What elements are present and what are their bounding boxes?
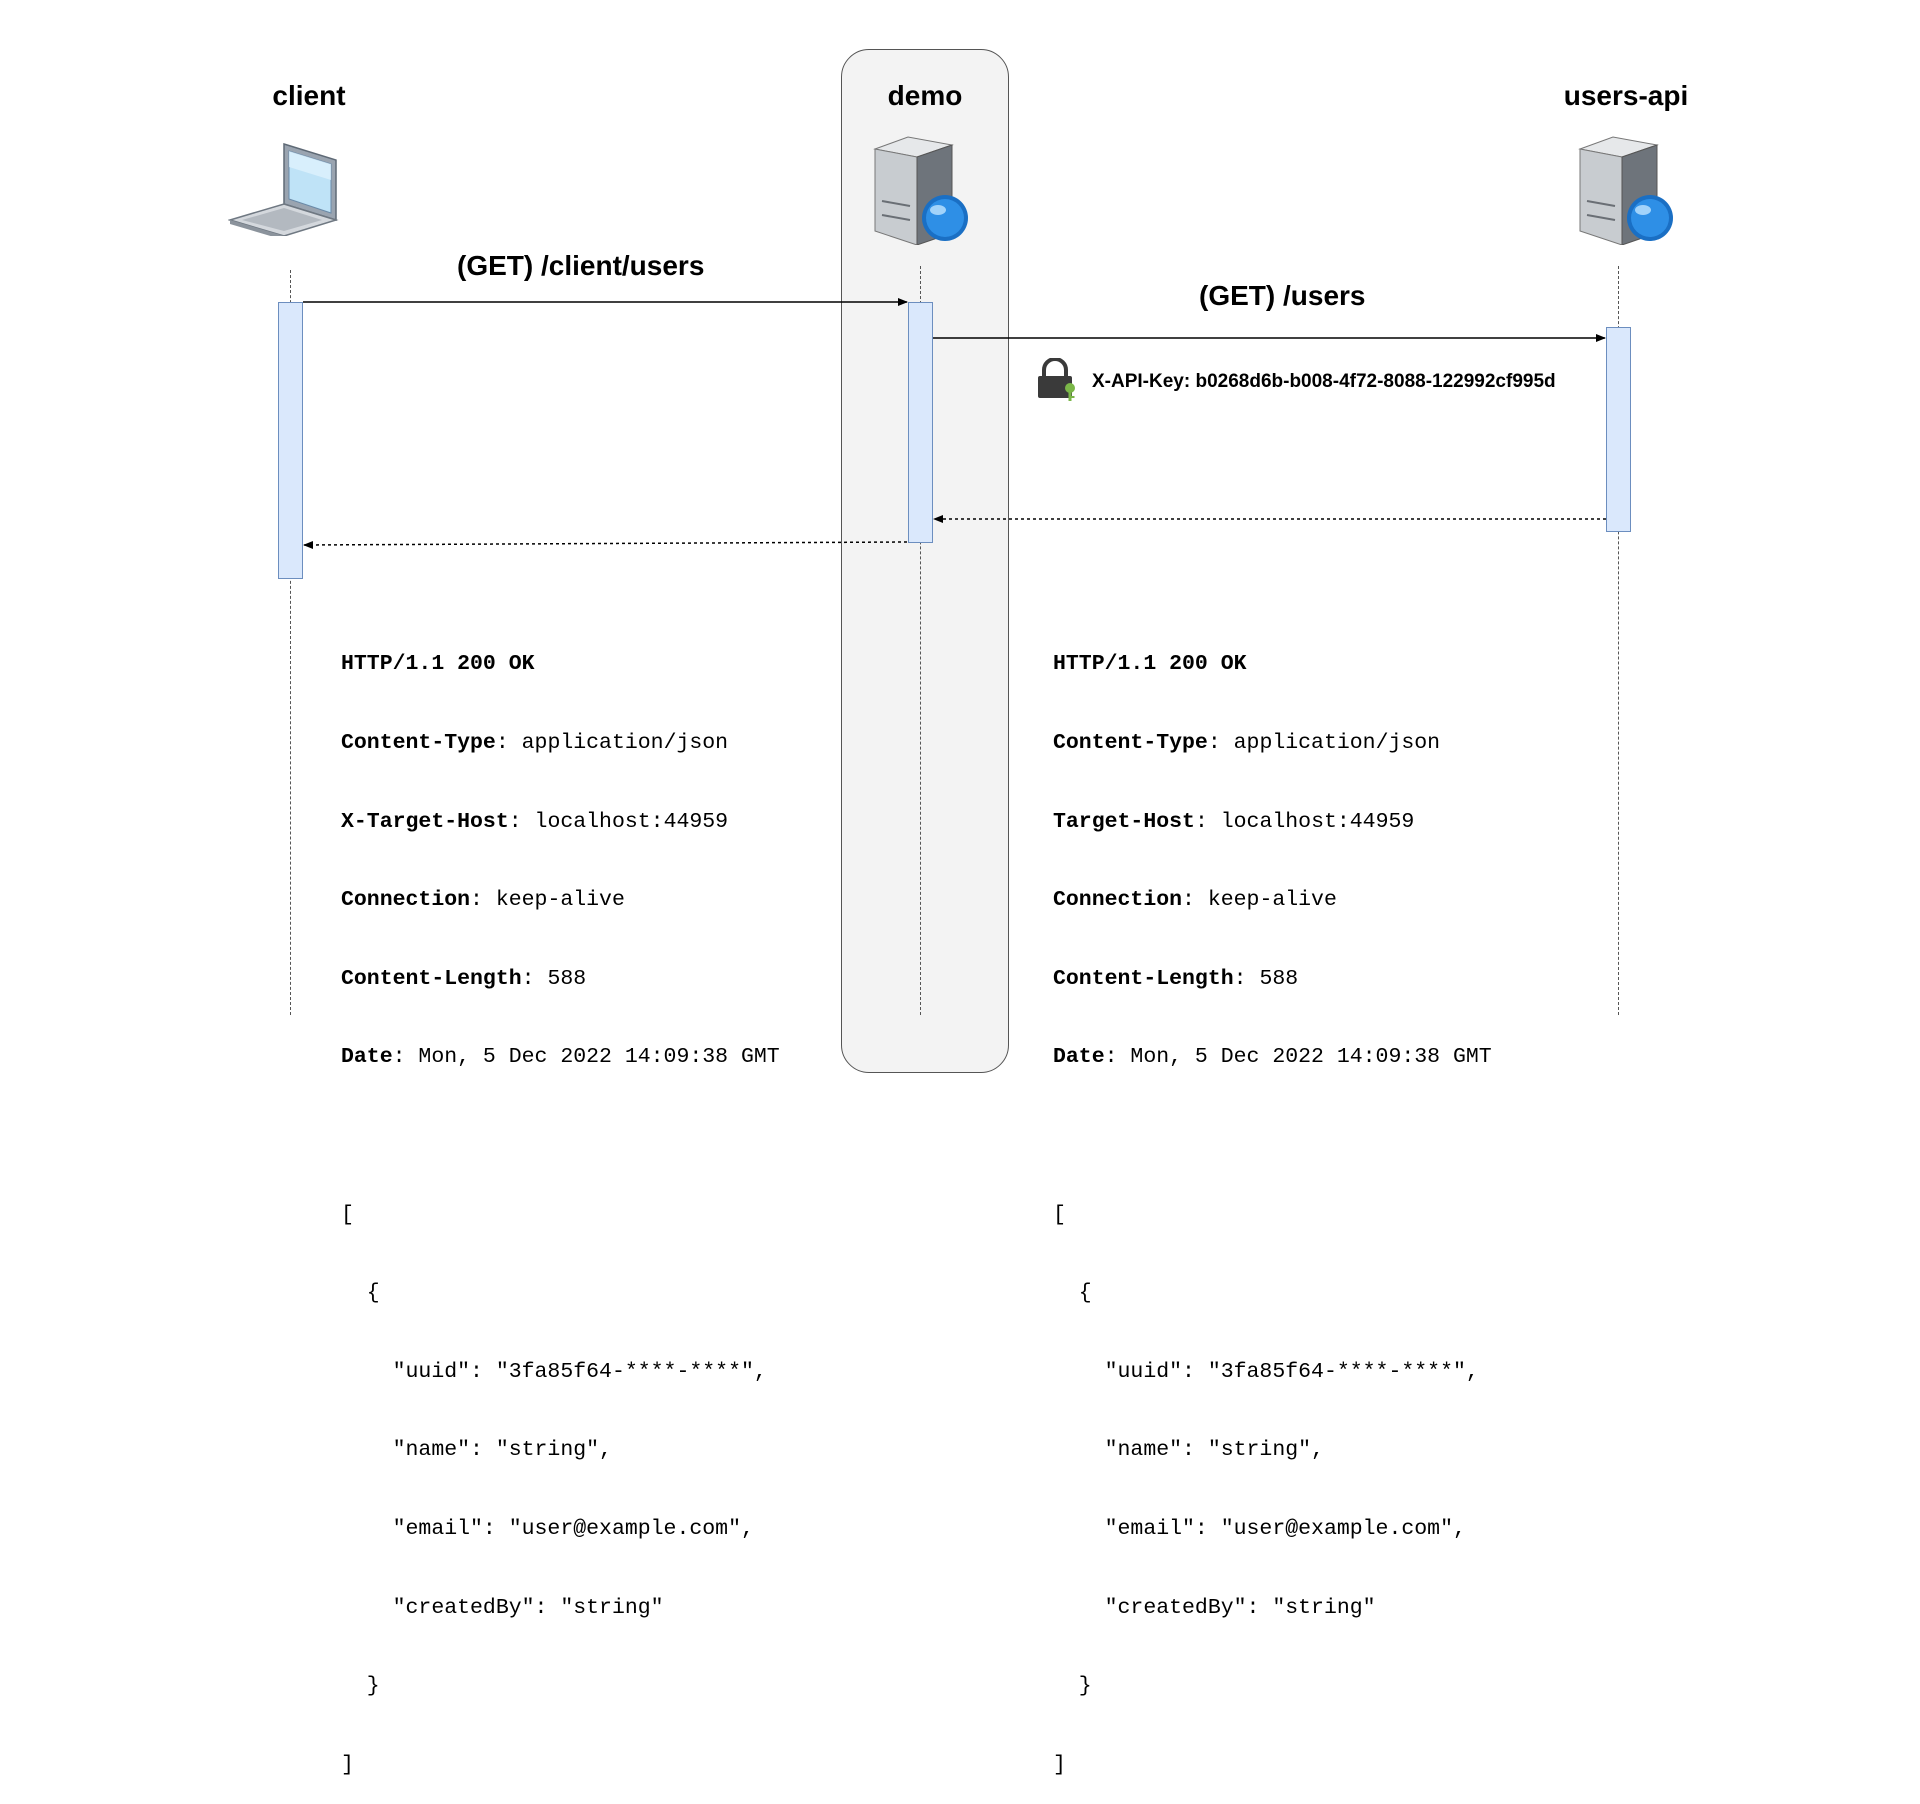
response-header-line: Content-Type: application/json — [341, 731, 729, 755]
response-header-line: Content-Length: 588 — [1053, 966, 1299, 991]
web-server-icon — [873, 136, 968, 245]
response-header-line: Content-Type: application/json — [1053, 731, 1441, 755]
response-body-line: "name": "string", — [1053, 1438, 1324, 1463]
response-body-line: ] — [1053, 1752, 1066, 1777]
api-request-label: (GET) /users — [1199, 280, 1366, 311]
response-header-line: Content-Length: 588 — [341, 966, 587, 991]
api-key-header: X-API-Key: b0268d6b-b008-4f72-8088-12299… — [1092, 371, 1556, 392]
client-activation-bar — [278, 302, 303, 579]
participant-users-api-label: users-api — [1563, 80, 1689, 111]
users-api-lifeline — [1618, 266, 1619, 1015]
response-body-line: "uuid": "3fa85f64-****-****", — [341, 1359, 767, 1384]
response-body-line: "name": "string", — [341, 1438, 612, 1463]
response-body-line: [ — [341, 1202, 354, 1227]
api-response-block: HTTP/1.1 200 OK Content-Type: applicatio… — [1053, 599, 1492, 1804]
demo-lifeline — [920, 266, 921, 1015]
response-body-line: [ — [1053, 1202, 1066, 1227]
web-server-icon — [1578, 136, 1673, 245]
response-status-line: HTTP/1.1 200 OK — [1053, 652, 1247, 677]
demo-activation-bar — [908, 302, 933, 543]
client-response-block: HTTP/1.1 200 OK Content-Type: applicatio… — [341, 599, 780, 1804]
response-body-line: } — [1053, 1674, 1092, 1699]
participant-client-label: client — [272, 80, 346, 111]
response-header-line: Date: Mon, 5 Dec 2022 14:09:38 GMT — [1053, 1045, 1492, 1070]
response-body-line: } — [341, 1674, 380, 1699]
message-arrows — [303, 298, 1606, 549]
response-body-line: { — [341, 1281, 380, 1306]
participant-demo-label: demo — [887, 80, 963, 111]
response-header-line: Date: Mon, 5 Dec 2022 14:09:38 GMT — [341, 1045, 780, 1070]
response-header-line: X-Target-Host: localhost:44959 — [341, 809, 729, 834]
response-body-line: "createdBy": "string" — [341, 1595, 664, 1620]
response-status-line: HTTP/1.1 200 OK — [341, 652, 535, 677]
response-body-line: "email": "user@example.com", — [341, 1516, 754, 1541]
lock-icon — [1038, 358, 1075, 401]
response-body-line: ] — [341, 1752, 354, 1777]
response-body-line: { — [1053, 1281, 1092, 1306]
response-header-line: Target-Host: localhost:44959 — [1053, 809, 1415, 834]
client-lifeline — [290, 270, 291, 1015]
client-response-arrow — [303, 540, 908, 549]
laptop-icon — [228, 142, 339, 236]
response-header-line: Connection: keep-alive — [1053, 888, 1337, 913]
response-header-line: Connection: keep-alive — [341, 888, 625, 913]
response-body-line: "createdBy": "string" — [1053, 1595, 1376, 1620]
response-body-line: "uuid": "3fa85f64-****-****", — [1053, 1359, 1479, 1384]
response-body-line: "email": "user@example.com", — [1053, 1516, 1466, 1541]
users-api-activation-bar — [1606, 327, 1631, 532]
client-request-label: (GET) /client/users — [457, 250, 705, 281]
